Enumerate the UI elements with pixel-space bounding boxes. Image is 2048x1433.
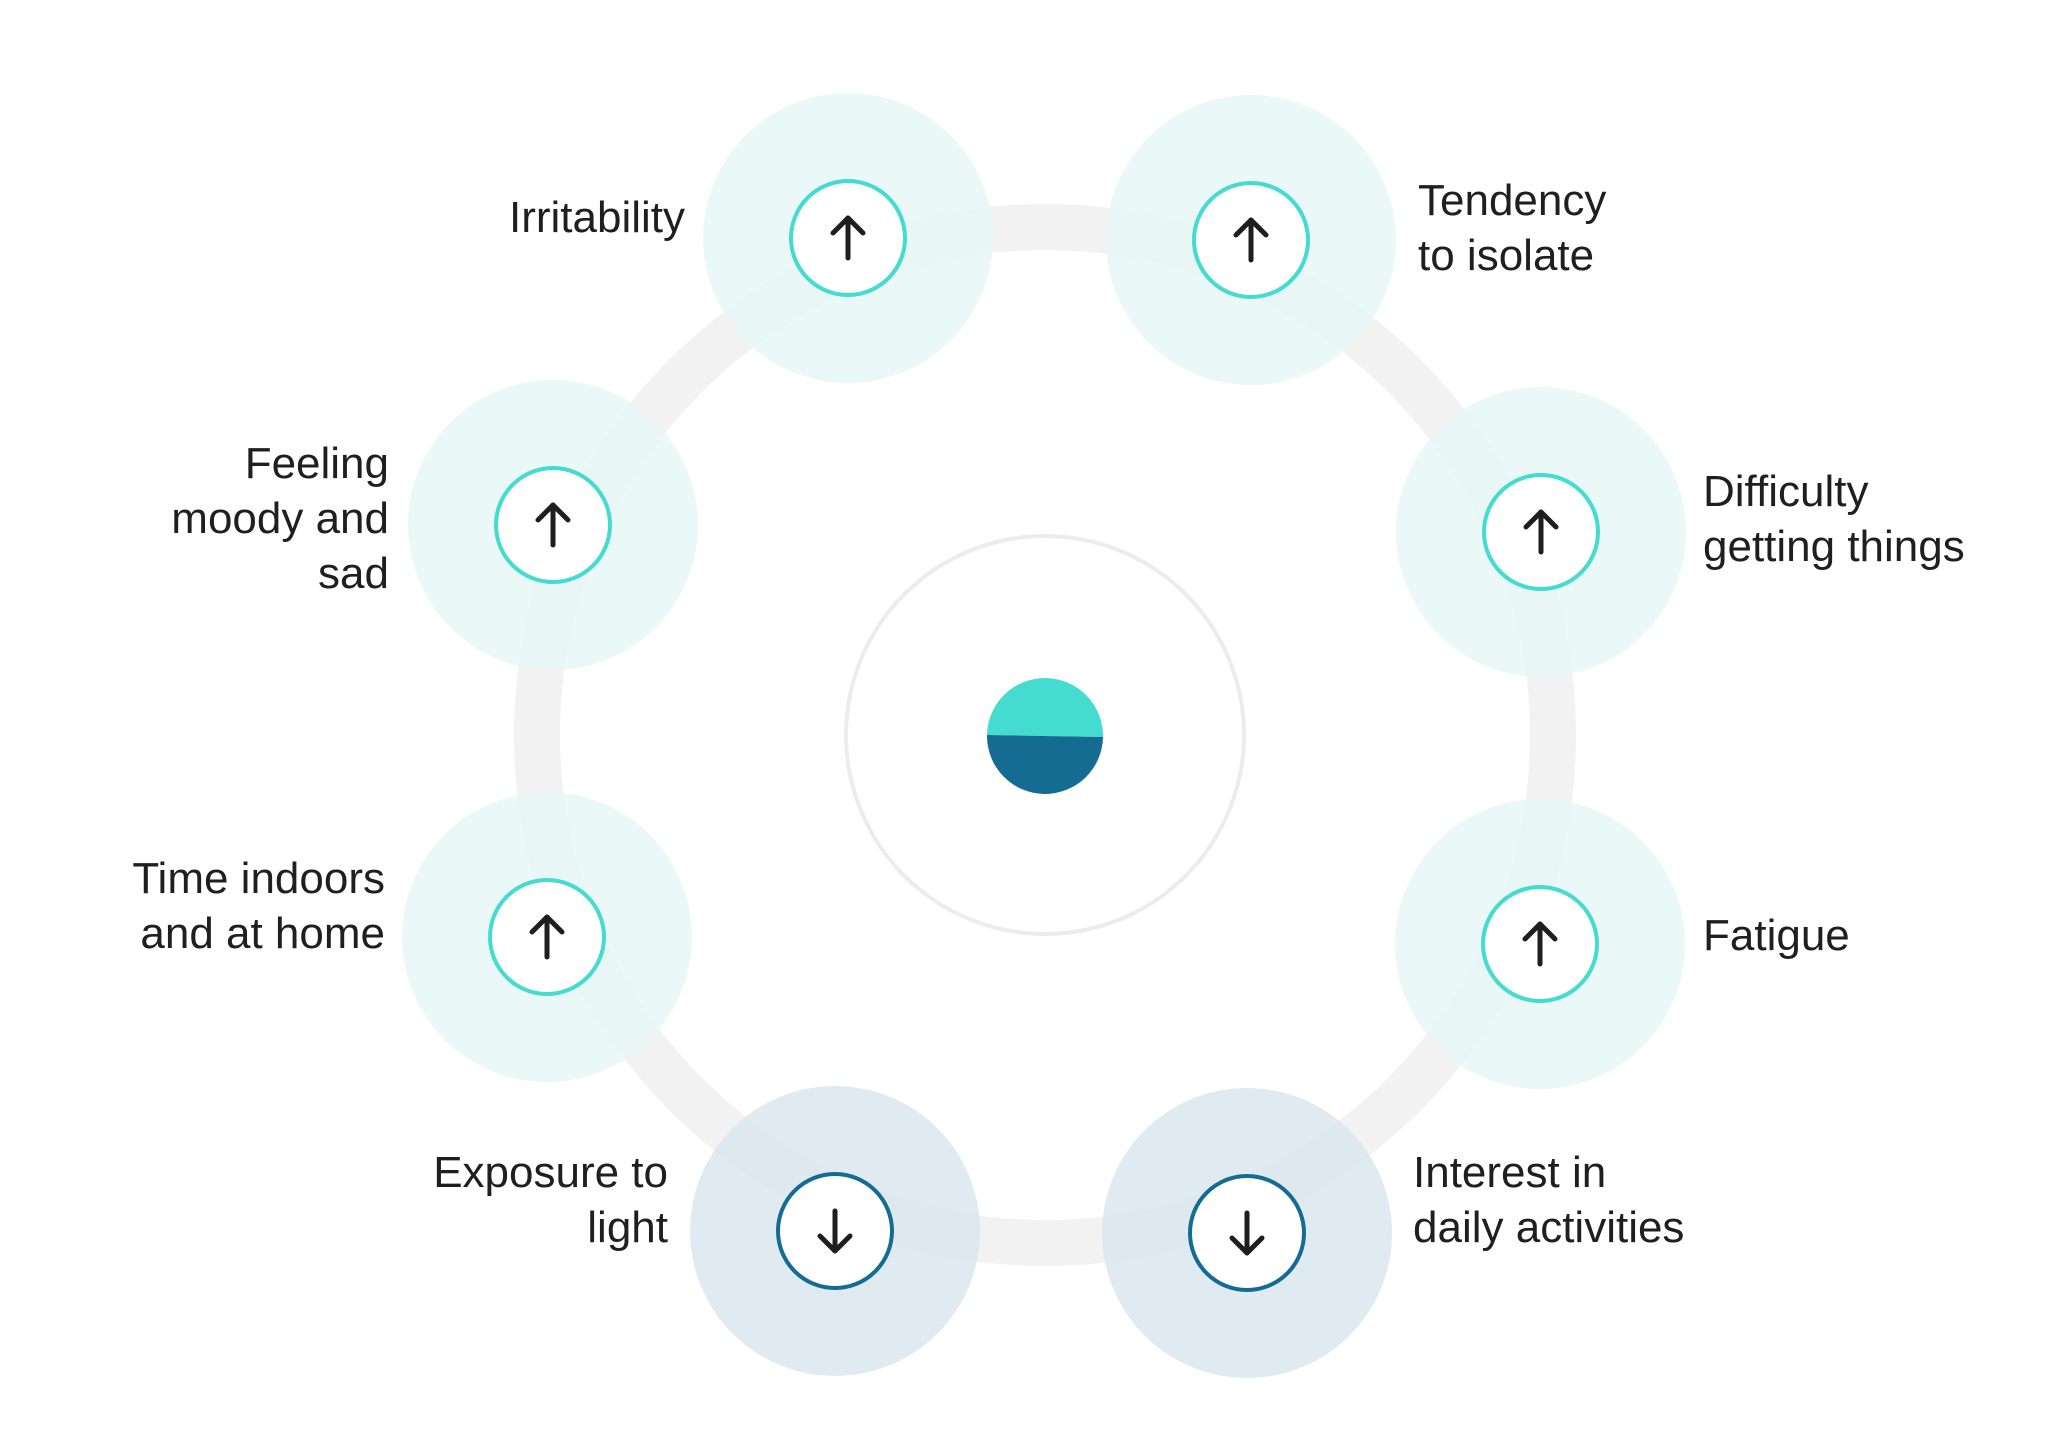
- arrow-down-icon: [817, 1208, 853, 1254]
- node-label-line: Irritability: [509, 193, 685, 242]
- node-label-line: getting things: [1703, 522, 1965, 571]
- arrow-down-icon: [1229, 1210, 1265, 1256]
- node-label-line: Difficulty: [1703, 467, 1868, 516]
- node-irritability: Irritability: [509, 93, 993, 383]
- node-label: Difficulty getting things: [1703, 467, 1965, 571]
- node-time-indoors: Time indoors and at home: [132, 792, 692, 1082]
- node-label: Fatigue: [1703, 911, 1850, 960]
- node-label-line: sad: [318, 549, 389, 598]
- inner-ring: [844, 534, 1246, 936]
- node-label-line: light: [587, 1203, 668, 1252]
- node-label: Tendency to isolate: [1418, 176, 1606, 280]
- node-label-line: Interest in: [1413, 1148, 1606, 1197]
- node-label-line: Exposure to: [433, 1148, 668, 1197]
- node-feeling-moody: Feeling moody and sad: [171, 380, 698, 670]
- node-label: Time indoors and at home: [132, 854, 385, 958]
- center-indicator: [986, 678, 1104, 794]
- node-difficulty-getting-things: Difficulty getting things: [1396, 387, 1965, 677]
- arrow-up-icon: [830, 215, 866, 261]
- node-exposure-to-light: Exposure to light: [433, 1086, 980, 1376]
- node-label-line: Feeling: [245, 439, 389, 488]
- node-fatigue: Fatigue: [1395, 799, 1850, 1089]
- outer-ring: [514, 204, 1576, 1266]
- node-label: Exposure to light: [433, 1148, 668, 1252]
- node-label-line: to isolate: [1418, 231, 1594, 280]
- arrow-up-icon: [1523, 509, 1559, 555]
- node-label-line: moody and: [171, 494, 389, 543]
- node-label-line: Tendency: [1418, 176, 1606, 225]
- arrow-up-icon: [1522, 921, 1558, 967]
- node-label: Irritability: [509, 193, 685, 242]
- center-indicator-top-half: [987, 678, 1104, 737]
- node-label: Feeling moody and sad: [171, 439, 389, 598]
- node-label-line: Time indoors: [132, 854, 385, 903]
- symptom-nodes: Irritability Tendency to isolateDifficulty…: [132, 93, 1965, 1378]
- node-label-line: Fatigue: [1703, 911, 1850, 960]
- node-interest-in-daily-activities: Interest in daily activities: [1102, 1088, 1684, 1378]
- arrow-up-icon: [535, 502, 571, 548]
- center-indicator-bottom-half: [986, 735, 1103, 794]
- node-label: Interest in daily activities: [1413, 1148, 1684, 1252]
- node-tendency-to-isolate: Tendency to isolate: [1106, 95, 1606, 385]
- node-label-line: and at home: [140, 909, 385, 958]
- node-label-line: daily activities: [1413, 1203, 1684, 1252]
- arrow-up-icon: [529, 914, 565, 960]
- arrow-up-icon: [1233, 217, 1269, 263]
